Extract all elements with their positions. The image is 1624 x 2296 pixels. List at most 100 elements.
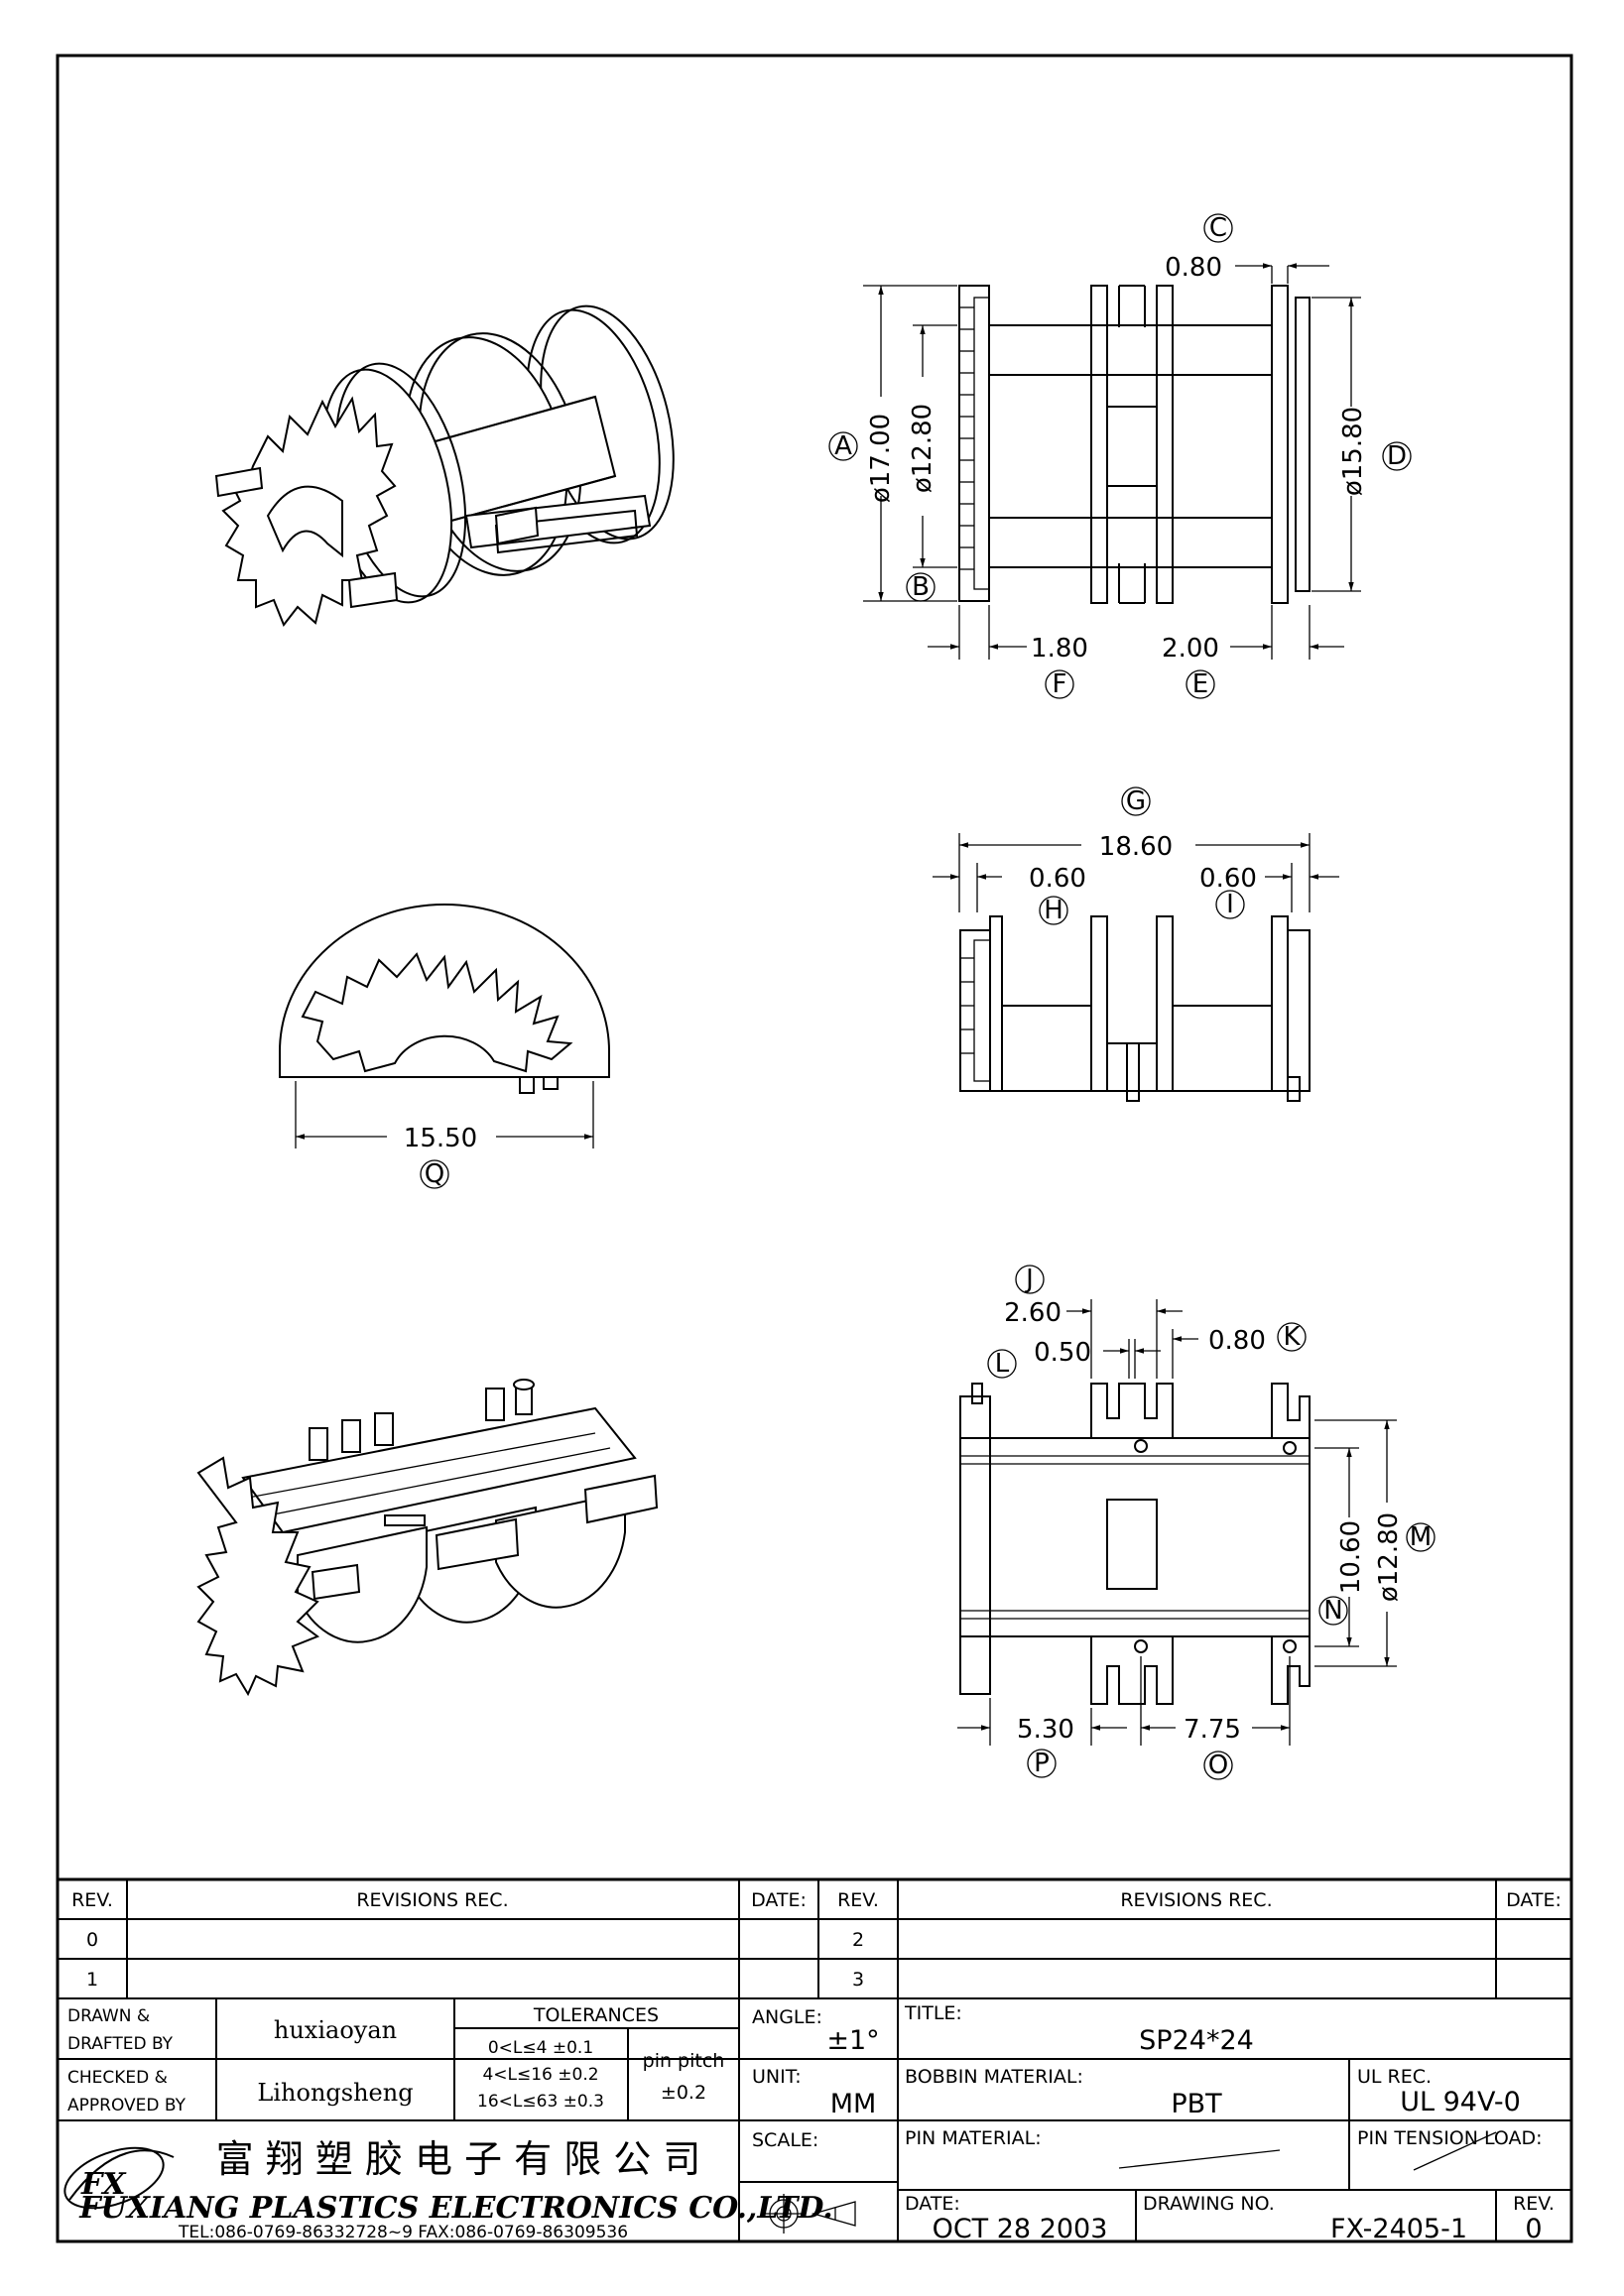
angle-label: ANGLE: <box>752 2006 822 2028</box>
drawing-border <box>56 54 1573 2243</box>
company-contact: TEL:086-0769-86332728~9 FAX:086-0769-863… <box>178 2223 628 2242</box>
dimension-a-letter-circle <box>828 431 858 461</box>
dimension-d-letter: D <box>1387 441 1407 471</box>
rev-label: REV. <box>1513 2193 1555 2215</box>
dimension-p-letter: P <box>1034 1749 1050 1778</box>
revisions-header-left: REVISIONS REC. <box>356 1889 508 1911</box>
rev-row-2: 2 <box>852 1929 864 1951</box>
unit-label: UNIT: <box>752 2066 802 2088</box>
pin-material-label: PIN MATERIAL: <box>905 2127 1042 2149</box>
dimension-f-letter: F <box>1053 669 1067 699</box>
dimension-q-letter-circle <box>420 1159 449 1189</box>
date-header-left: DATE: <box>751 1889 807 1911</box>
ul-rec-value: UL 94V-0 <box>1400 2087 1521 2117</box>
drawn-label-2: DRAFTED BY <box>67 2034 174 2054</box>
isometric-view-bottom <box>196 1379 659 1697</box>
drawn-by-name: huxiaoyan <box>274 2016 397 2044</box>
dimension-h-letter: H <box>1044 896 1063 925</box>
dimension-m-value: ø12.80 <box>1374 1512 1404 1602</box>
dimension-q-letter: Q <box>425 1159 444 1189</box>
drawn-label-1: DRAWN & <box>67 2006 150 2026</box>
title-block: FX <box>56 1877 1573 2243</box>
rev-value: 0 <box>1525 2214 1542 2244</box>
dimension-a-letter: A <box>834 431 852 461</box>
date-header-right: DATE: <box>1506 1889 1562 1911</box>
dimension-g-letter: G <box>1126 786 1146 816</box>
dimension-n-letter: N <box>1323 1596 1342 1626</box>
rev-row-3: 3 <box>852 1969 864 1991</box>
dimension-d-value: ø15.80 <box>1338 407 1368 496</box>
dimension-c-letter: C <box>1209 213 1227 243</box>
dimension-i-value: 0.60 <box>1199 864 1257 894</box>
title-value: SP24*24 <box>1139 2025 1254 2056</box>
dimension-e-letter-circle <box>1186 669 1215 699</box>
dimension-b-letter: B <box>912 572 930 602</box>
dimension-f-value: 1.80 <box>1031 634 1088 664</box>
dimension-k-value: 0.80 <box>1208 1326 1266 1356</box>
isometric-view-top <box>214 304 675 627</box>
dimension-d-letter-circle <box>1382 441 1412 471</box>
dimension-f-letter-circle <box>1045 669 1074 699</box>
bobbin-material-value: PBT <box>1171 2089 1222 2119</box>
dimension-g-letter-circle <box>1121 786 1151 816</box>
dimension-b-value: ø12.80 <box>908 404 937 493</box>
bobbin-material-label: BOBBIN MATERIAL: <box>905 2066 1083 2088</box>
drawing-no-value: FX-2405-1 <box>1330 2214 1467 2244</box>
drawing-no-label: DRAWING NO. <box>1143 2193 1275 2215</box>
checked-label-2: APPROVED BY <box>67 2096 187 2115</box>
date-value: OCT 28 2003 <box>933 2214 1108 2244</box>
tolerance-row-2: 4<L≤16 ±0.2 <box>482 2065 598 2085</box>
dimension-m-letter: M <box>1410 1522 1432 1552</box>
dimension-e-letter: E <box>1192 669 1208 699</box>
company-name-english: FUXIANG PLASTICS ELECTRONICS CO.,LTD. <box>78 2191 833 2226</box>
dimension-l-letter-circle <box>987 1349 1017 1379</box>
angle-value: ±1° <box>826 2025 879 2056</box>
pin-pitch-label: pin pitch <box>643 2050 725 2072</box>
rev-row-1: 1 <box>86 1969 98 1991</box>
date-label: DATE: <box>905 2193 960 2215</box>
dimension-h-value: 0.60 <box>1029 864 1086 894</box>
rev-header-left: REV. <box>71 1889 113 1911</box>
dimension-k-letter-circle <box>1277 1322 1307 1352</box>
dimension-g-value: 18.60 <box>1099 832 1173 862</box>
tolerance-row-3: 16<L≤63 ±0.3 <box>477 2092 604 2112</box>
dimension-o-letter: O <box>1208 1751 1228 1780</box>
side-view-top <box>863 263 1361 660</box>
ul-rec-label: UL REC. <box>1357 2066 1432 2088</box>
company-logo-text: FX <box>80 2167 127 2202</box>
front-view <box>933 833 1339 1102</box>
tolerance-row-1: 0<L≤4 ±0.1 <box>488 2038 593 2058</box>
checked-label-1: CHECKED & <box>67 2068 168 2088</box>
end-view <box>279 904 610 1148</box>
dimension-o-letter-circle <box>1203 1751 1233 1780</box>
rev-row-0: 0 <box>86 1929 98 1951</box>
dimension-j-letter-circle <box>1015 1265 1045 1294</box>
dimension-c-letter-circle <box>1203 213 1233 243</box>
projection-symbol-icon <box>762 2194 856 2234</box>
unit-value: MM <box>830 2089 877 2119</box>
dimension-a-value: ø17.00 <box>866 414 896 503</box>
dimension-k-letter: K <box>1283 1322 1301 1352</box>
dimension-c-value: 0.80 <box>1165 253 1222 283</box>
pin-tension-label: PIN TENSION LOAD: <box>1357 2127 1543 2149</box>
rev-header-right: REV. <box>837 1889 879 1911</box>
dimension-j-value: 2.60 <box>1004 1298 1062 1328</box>
title-label: TITLE: <box>904 2002 962 2024</box>
dimension-j-letter: J <box>1024 1265 1034 1294</box>
company-logo: FX <box>63 2146 175 2210</box>
dimension-e-value: 2.00 <box>1162 634 1219 664</box>
dimension-i-letter-circle <box>1215 890 1245 919</box>
scale-label: SCALE: <box>752 2129 818 2151</box>
company-name-chinese: 富 翔 塑 胶 电 子 有 限 公 司 <box>216 2137 701 2181</box>
dimension-l-value: 0.50 <box>1034 1338 1091 1368</box>
dimension-b-letter-circle <box>906 572 936 602</box>
bottom-view <box>957 1299 1397 1746</box>
dimension-o-value: 7.75 <box>1184 1715 1241 1745</box>
revisions-header-right: REVISIONS REC. <box>1120 1889 1272 1911</box>
dimension-p-value: 5.30 <box>1017 1715 1074 1745</box>
tolerances-header: TOLERANCES <box>533 2004 659 2026</box>
title-block-text: REV. REVISIONS REC. DATE: REV. REVISIONS REC… <box>67 1889 1562 2244</box>
pin-pitch-value: ±0.2 <box>661 2082 706 2104</box>
dimension-m-letter-circle <box>1406 1522 1436 1552</box>
